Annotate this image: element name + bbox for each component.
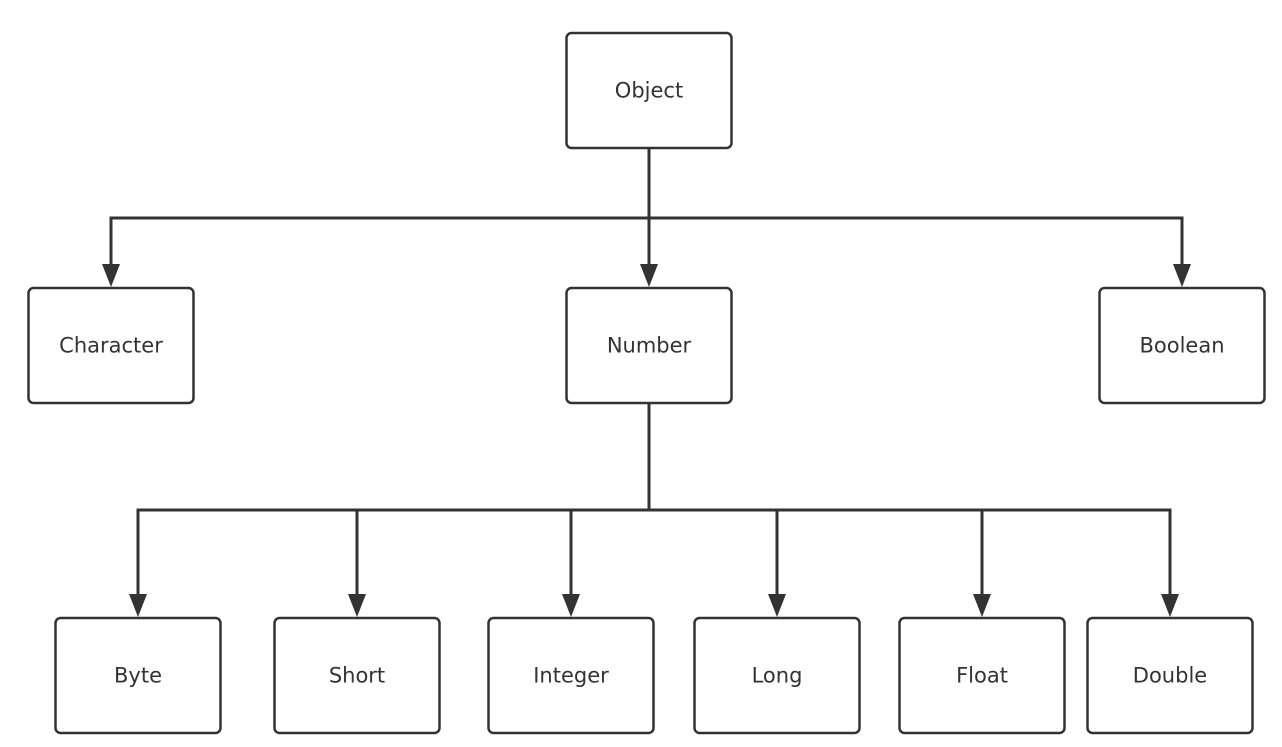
edge-object-to-boolean	[649, 216, 1184, 266]
node-label-short: Short	[329, 664, 385, 688]
node-box-long	[693, 616, 861, 735]
edge-number-to-integer	[569, 508, 649, 596]
node-box-float	[898, 616, 1066, 735]
node-short: Short	[273, 616, 441, 735]
node-object: Object	[565, 31, 733, 150]
arrowhead-double	[1161, 594, 1179, 617]
node-label-double: Double	[1133, 664, 1207, 688]
node-double: Double	[1086, 616, 1254, 735]
node-label-boolean: Boolean	[1139, 334, 1224, 358]
edge-object-to-character	[109, 216, 649, 266]
edge-number-to-short	[355, 508, 649, 596]
node-long: Long	[693, 616, 861, 735]
node-character: Character	[27, 286, 195, 405]
node-boolean: Boolean	[1098, 286, 1266, 405]
node-box-short	[273, 616, 441, 735]
node-label-float: Float	[956, 664, 1008, 688]
node-label-byte: Byte	[114, 664, 162, 688]
node-box-integer	[487, 616, 655, 735]
arrowhead-float	[973, 594, 991, 617]
arrowhead-long	[768, 594, 786, 617]
node-box-byte	[54, 616, 222, 735]
arrowhead-byte	[129, 594, 147, 617]
node-label-number: Number	[607, 334, 692, 358]
arrowhead-number	[640, 264, 658, 287]
node-label-integer: Integer	[533, 664, 609, 688]
node-float: Float	[898, 616, 1066, 735]
edge-number-to-double	[649, 508, 1172, 596]
node-box-double	[1086, 616, 1254, 735]
arrowhead-short	[348, 594, 366, 617]
arrowhead-boolean	[1173, 264, 1191, 287]
node-box-number	[565, 286, 733, 405]
node-byte: Byte	[54, 616, 222, 735]
arrowhead-integer	[562, 594, 580, 617]
edges-layer	[102, 148, 1191, 617]
edge-number-to-float	[649, 508, 984, 596]
node-box-boolean	[1098, 286, 1266, 405]
node-box-character	[27, 286, 195, 405]
node-integer: Integer	[487, 616, 655, 735]
arrowhead-character	[102, 264, 120, 287]
node-label-long: Long	[752, 664, 803, 688]
edge-number-to-long	[649, 508, 779, 596]
node-box-object	[565, 31, 733, 150]
node-number: Number	[565, 286, 733, 405]
node-label-character: Character	[59, 334, 163, 358]
node-label-object: Object	[615, 79, 683, 103]
